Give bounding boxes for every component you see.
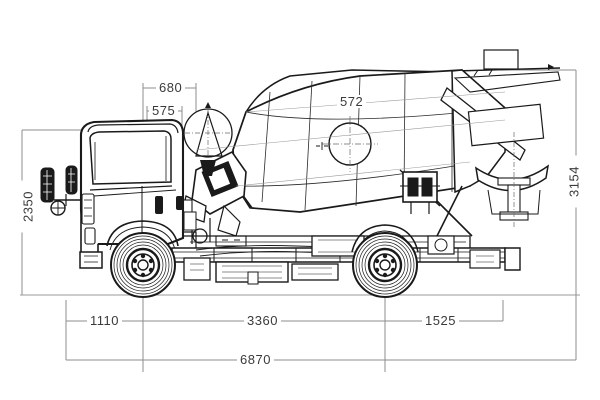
driver-cab xyxy=(79,118,197,269)
dim-label-1110: 1110 xyxy=(87,314,122,327)
dim-label-6870: 6870 xyxy=(237,353,274,366)
dim-label-680: 680 xyxy=(156,81,186,94)
discharge-chute xyxy=(399,69,561,239)
dim-label-1525: 1525 xyxy=(422,314,459,327)
door-handle xyxy=(155,196,163,214)
construction-lines xyxy=(195,91,506,187)
dim-label-3154: 3154 xyxy=(567,155,582,208)
drum-roller-bearing xyxy=(400,171,440,214)
rear-wheel xyxy=(352,232,418,298)
chassis-frame xyxy=(171,224,521,285)
dim-label-572: 572 xyxy=(337,95,367,108)
dim-label-575: 575 xyxy=(149,104,179,117)
loading-hopper xyxy=(454,49,561,77)
dim-label-2350: 2350 xyxy=(21,180,36,233)
front-wheel xyxy=(110,232,176,298)
side-mirror xyxy=(40,165,80,216)
drive-pulley xyxy=(183,102,233,176)
dim-label-3360: 3360 xyxy=(244,314,281,327)
